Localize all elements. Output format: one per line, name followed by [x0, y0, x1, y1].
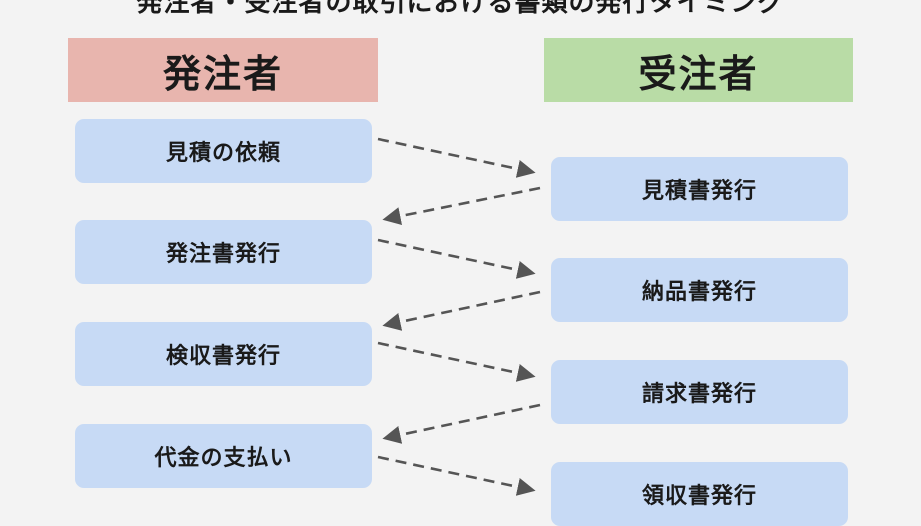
orderer-step-quote-request: 見積の依頼: [75, 119, 372, 183]
contractor-step-delivery-note: 納品書発行: [551, 258, 848, 322]
arrow-quote-request-to-quotation: [377, 137, 536, 178]
arrow-quotation-to-purchase-order: [382, 186, 541, 226]
orderer-step-payment: 代金の支払い: [75, 424, 372, 488]
contractor-step-quotation: 見積書発行: [551, 157, 848, 221]
arrow-delivery-note-to-inspection: [382, 290, 541, 331]
diagram-title: 発注者・受注者の取引における書類の発行タイミング: [136, 0, 785, 18]
arrow-inspection-to-invoice: [377, 341, 536, 382]
orderer-column-header: 発注者: [68, 38, 378, 102]
orderer-step-inspection: 検収書発行: [75, 322, 372, 386]
contractor-column-header: 受注者: [544, 38, 853, 102]
orderer-step-purchase-order: 発注書発行: [75, 220, 372, 284]
contractor-step-invoice: 請求書発行: [551, 360, 848, 424]
arrow-payment-to-receipt: [377, 455, 536, 496]
contractor-step-receipt: 領収書発行: [551, 462, 848, 526]
arrow-invoice-to-payment: [382, 403, 541, 444]
arrow-purchase-order-to-delivery-note: [377, 238, 536, 279]
